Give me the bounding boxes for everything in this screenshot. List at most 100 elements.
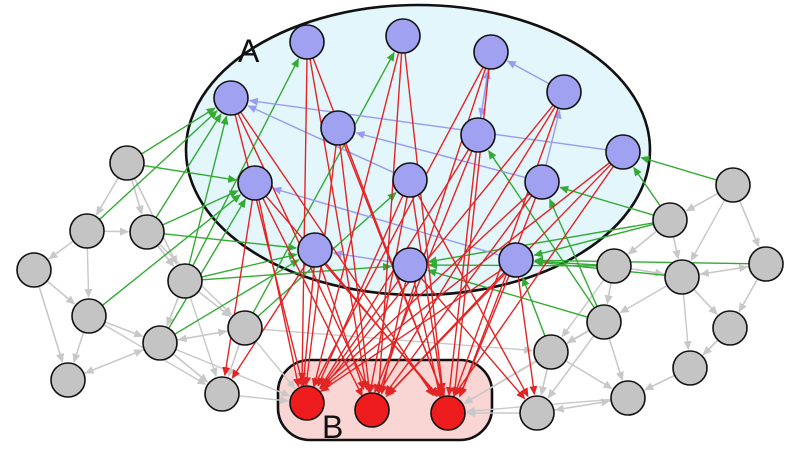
edge-into-a [192,58,300,267]
edge-into-b [317,195,404,387]
edge-outside [561,279,605,338]
edge-a-to-outside [417,194,529,398]
node-a [392,162,428,198]
edge-into-b [309,58,370,391]
edge-outside [685,192,719,212]
edge-outside [690,199,726,262]
node-a [473,34,509,70]
edge-outside [619,284,668,314]
edge-into-a [99,110,218,221]
edge-within-a [247,105,395,174]
edge-outside [197,290,231,317]
node-a [237,165,273,201]
node-a [297,232,333,268]
edge-outside [539,368,548,396]
edge-into-a [534,256,750,265]
region-a-label: A [238,33,260,69]
edges-within-a [247,60,607,263]
edge-outside [738,278,759,313]
edge-into-a [143,164,238,183]
edge-outside [627,230,658,255]
node-b [430,395,466,431]
edge-outside [48,240,74,260]
edge-into-a [162,190,239,226]
edge-outside [554,400,612,413]
nodes-layer [16,18,784,431]
edge-into-a [141,107,216,155]
node-outside [142,325,178,361]
edge-into-a [427,268,588,318]
edge-into-b [459,197,537,397]
edge-a-to-outside [222,199,254,377]
edge-into-b [311,52,400,388]
edge-into-b [321,162,611,389]
edge-into-b [445,151,477,397]
node-outside [71,298,107,334]
node-outside [204,376,240,412]
node-a [605,134,641,170]
edge-into-b [459,275,510,398]
edge-into-b [299,266,315,388]
node-a [524,164,560,200]
edge-into-a [488,149,596,309]
edge-outside-to-b [238,395,290,405]
edge-outside-to-b [255,340,296,390]
node-outside [109,145,145,181]
node-outside [610,380,646,416]
node-a [213,80,249,116]
edge-into-b [379,281,407,395]
node-a [498,242,534,278]
edge-into-b [339,144,373,395]
edge-within-a [478,68,490,118]
node-outside [519,395,555,431]
edge-outside [95,177,120,216]
node-a [289,24,325,60]
node-outside [586,304,622,340]
node-b [354,392,390,428]
edge-a-to-outside [420,277,526,400]
node-a [385,18,421,54]
edge-within-a [506,60,550,85]
edge-into-a [201,252,298,278]
edge-into-a [533,223,654,258]
node-outside [672,350,708,386]
edge-into-b [378,106,556,394]
edge-into-b [319,278,401,390]
edge-into-a [559,185,654,216]
edge-into-a [521,276,546,337]
edge-within-a [272,186,500,256]
node-outside [227,310,263,346]
node-outside [69,213,105,249]
edge-outside [644,374,676,391]
node-outside [652,202,688,238]
node-outside [533,334,569,370]
edge-outside [176,328,228,341]
edge-outside [189,296,218,377]
edge-into-a [163,233,298,252]
node-outside [712,310,748,346]
edge-into-b [240,111,434,397]
edge-outside [565,360,613,389]
edge-into-a [549,198,598,307]
edge-outside [46,280,76,305]
edge-outside [693,288,718,315]
edge-outside [38,285,64,363]
edge-outside [608,337,624,381]
edge-within-a [355,131,526,179]
edge-into-a [201,262,392,281]
node-outside [596,248,632,284]
edge-outside [104,321,144,338]
edge-outside [166,296,180,327]
node-a [392,247,428,283]
edge-into-b [323,104,554,388]
edge-into-b [325,262,438,398]
edge-into-a [101,194,241,306]
edge-outside [738,200,760,248]
edge-into-a [188,115,229,265]
edge-into-b [413,281,443,399]
edge-into-b [453,165,615,398]
edge-into-a [534,257,598,266]
edge-outside [72,331,85,363]
edge-outside [172,353,209,383]
